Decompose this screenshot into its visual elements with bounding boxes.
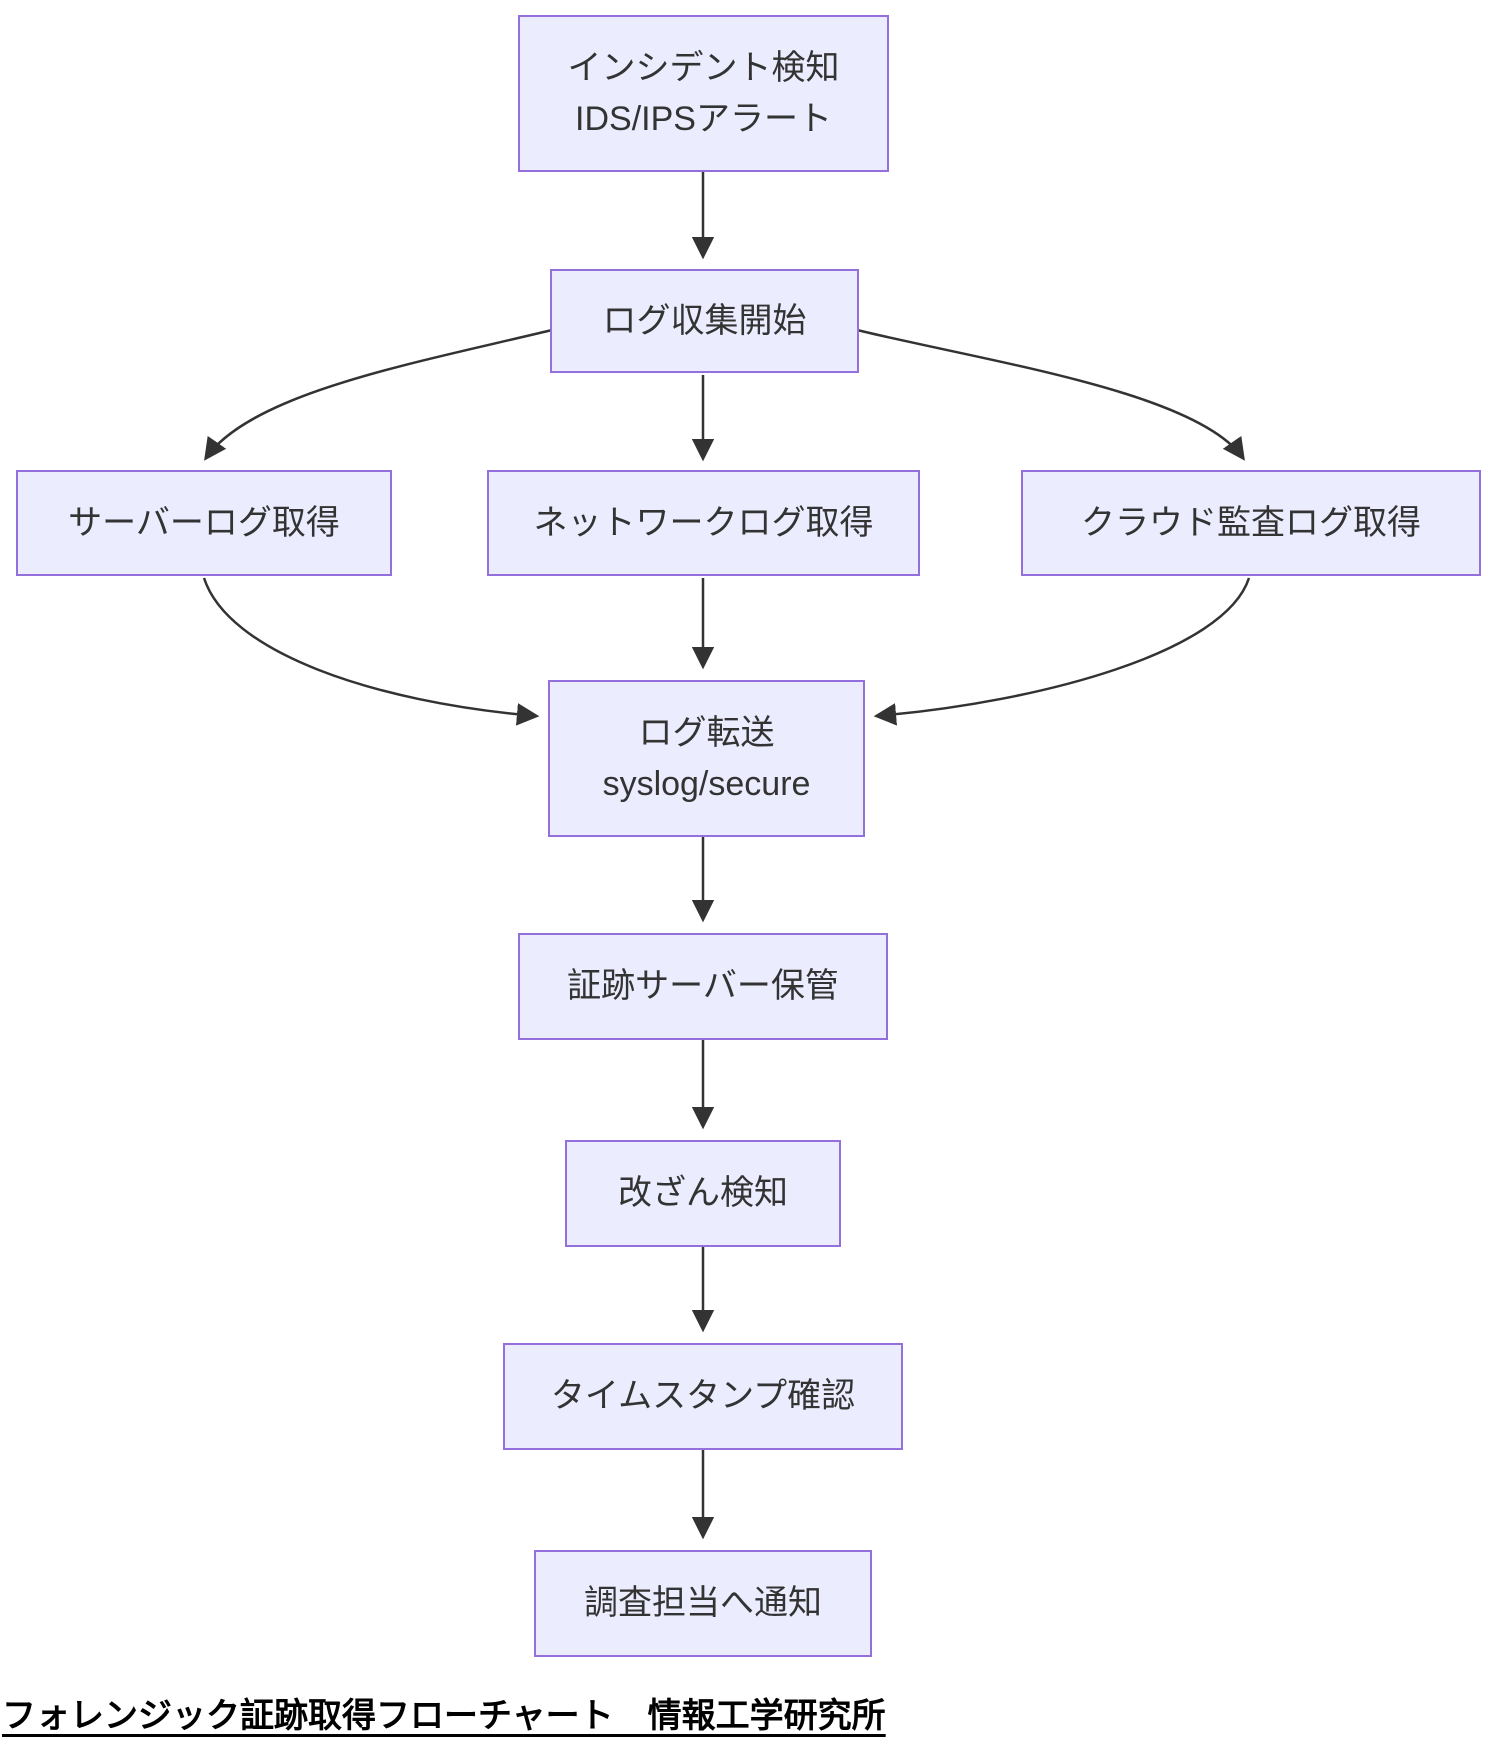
edge-cloud-to-transfer bbox=[873, 577, 1251, 726]
node-label-line: IDS/IPSアラート bbox=[575, 99, 832, 138]
node-notify-investigator: 調査担当へ通知 bbox=[534, 1550, 872, 1657]
node-label-line: 証跡サーバー保管 bbox=[567, 967, 839, 1005]
node-label-line: ログ収集開始 bbox=[602, 301, 807, 340]
node-tamper-detection: 改ざん検知 bbox=[565, 1140, 841, 1247]
edge-collect-to-server bbox=[204, 328, 553, 461]
node-label-line: 改ざん検知 bbox=[618, 1174, 788, 1212]
node-label-line: ログ転送 bbox=[638, 713, 775, 752]
node-label-line: インシデント検知 bbox=[567, 48, 840, 87]
node-log-collection-start: ログ収集開始 bbox=[550, 269, 859, 373]
edge-collect-to-cloud bbox=[856, 328, 1245, 461]
diagram-title: フォレンジック証跡取得フローチャート 情報工学研究所 bbox=[2, 1697, 886, 1735]
node-network-log: ネットワークログ取得 bbox=[487, 470, 920, 576]
node-label-line: 調査担当へ通知 bbox=[584, 1584, 822, 1622]
node-timestamp-check: タイムスタンプ確認 bbox=[503, 1343, 903, 1450]
node-label-line: サーバーログ取得 bbox=[68, 503, 340, 542]
node-label-line: syslog/secure bbox=[602, 764, 811, 803]
node-label-line: ネットワークログ取得 bbox=[533, 503, 874, 542]
edge-server-to-transfer bbox=[202, 577, 540, 726]
node-incident-alert: インシデント検知 IDS/IPSアラート bbox=[518, 15, 889, 172]
node-label-line: タイムスタンプ確認 bbox=[550, 1377, 856, 1415]
node-evidence-server-storage: 証跡サーバー保管 bbox=[518, 933, 888, 1040]
node-label-line: クラウド監査ログ取得 bbox=[1081, 503, 1421, 542]
node-log-transfer: ログ転送 syslog/secure bbox=[548, 680, 865, 837]
node-server-log: サーバーログ取得 bbox=[16, 470, 392, 576]
node-cloud-audit-log: クラウド監査ログ取得 bbox=[1021, 470, 1481, 576]
